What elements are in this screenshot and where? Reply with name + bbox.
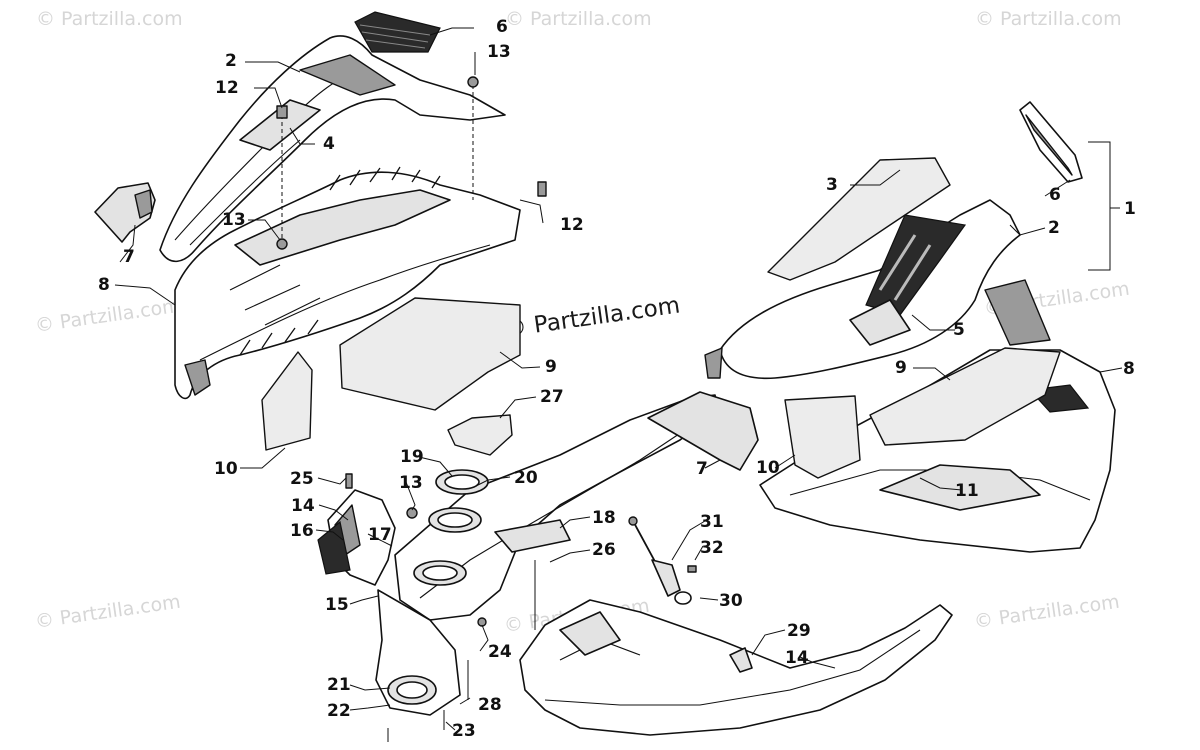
callout-14: 14 — [785, 648, 809, 668]
callout-9: 9 — [895, 358, 907, 378]
callout-5: 5 — [953, 320, 965, 340]
callout-8: 8 — [1123, 359, 1135, 379]
callout-labels: 1 2 2 3 4 5 6 6 7 7 8 8 9 9 10 10 11 12 … — [98, 17, 1136, 741]
callout-4: 4 — [323, 134, 335, 154]
callout-32: 32 — [700, 538, 724, 558]
foam-3-part — [767, 157, 951, 281]
callout-12: 12 — [560, 215, 584, 235]
callout-10: 10 — [214, 459, 238, 479]
leader-lines — [114, 27, 1123, 731]
callout-21: 21 — [327, 675, 351, 695]
watermark: © Partzilla.com — [973, 591, 1121, 633]
callout-23: 23 — [452, 721, 476, 741]
callout-3: 3 — [826, 175, 838, 195]
watermark: © Partzilla.com — [34, 591, 182, 633]
belly-pan-part — [394, 394, 719, 621]
callout-2: 2 — [1048, 218, 1060, 238]
skid-plate-assembly — [519, 516, 953, 736]
bolt-part — [537, 181, 547, 197]
watermark: © Partzilla.com — [975, 8, 1122, 30]
hood-upper-part — [159, 35, 506, 263]
callout-6: 6 — [1049, 185, 1061, 205]
callout-27: 27 — [540, 387, 564, 407]
callout-29: 29 — [787, 621, 811, 641]
callout-7: 7 — [696, 459, 708, 479]
foam-pad-left-part — [339, 297, 521, 411]
foam-27-part — [447, 414, 513, 456]
fasteners-left — [276, 76, 547, 519]
bolt-part — [276, 105, 288, 119]
callout-26: 26 — [592, 540, 616, 560]
nut-part — [467, 76, 479, 88]
screw-part — [345, 473, 353, 489]
watermark: © Partzilla.com — [36, 8, 183, 30]
vent-grille-part — [354, 11, 441, 53]
callout-14: 14 — [291, 496, 315, 516]
foam-18-part — [494, 519, 571, 553]
callout-10: 10 — [756, 458, 780, 478]
callout-31: 31 — [700, 512, 724, 532]
callout-30: 30 — [719, 591, 743, 611]
foam-block-right-part — [784, 395, 861, 479]
left-hood-assembly — [94, 11, 521, 451]
callout-13: 13 — [399, 473, 423, 493]
callout-13: 13 — [222, 210, 246, 230]
skid-plate-part — [519, 599, 953, 736]
callout-19: 19 — [400, 447, 424, 467]
callout-9: 9 — [545, 357, 557, 377]
callout-22: 22 — [327, 701, 351, 721]
foam-block-left-part — [261, 351, 313, 451]
callout-11: 11 — [955, 481, 979, 501]
watermark: © Partzilla.com — [505, 8, 652, 30]
nut-part — [276, 238, 288, 250]
callout-15: 15 — [325, 595, 349, 615]
callout-16: 16 — [290, 521, 314, 541]
callout-18: 18 — [592, 508, 616, 528]
watermark: © Partzilla.com — [34, 295, 182, 337]
callout-6: 6 — [496, 17, 508, 37]
callout-28: 28 — [478, 695, 502, 715]
watermark-center: © Partzilla.com — [502, 292, 681, 342]
right-hood-assembly — [647, 101, 1116, 553]
callout-20: 20 — [514, 468, 538, 488]
belly-pan-assembly — [317, 394, 719, 742]
vent-right-part — [1019, 101, 1083, 183]
callout-7: 7 — [123, 247, 135, 267]
callout-17: 17 — [368, 525, 392, 545]
callout-1: 1 — [1124, 199, 1136, 219]
callout-2: 2 — [225, 51, 237, 71]
callout-24: 24 — [488, 642, 512, 662]
callout-25: 25 — [290, 469, 314, 489]
nut-part — [406, 507, 418, 519]
callout-13: 13 — [487, 42, 511, 62]
callout-8: 8 — [98, 275, 110, 295]
foam-pad-right-part — [869, 347, 1061, 446]
callout-12: 12 — [215, 78, 239, 98]
